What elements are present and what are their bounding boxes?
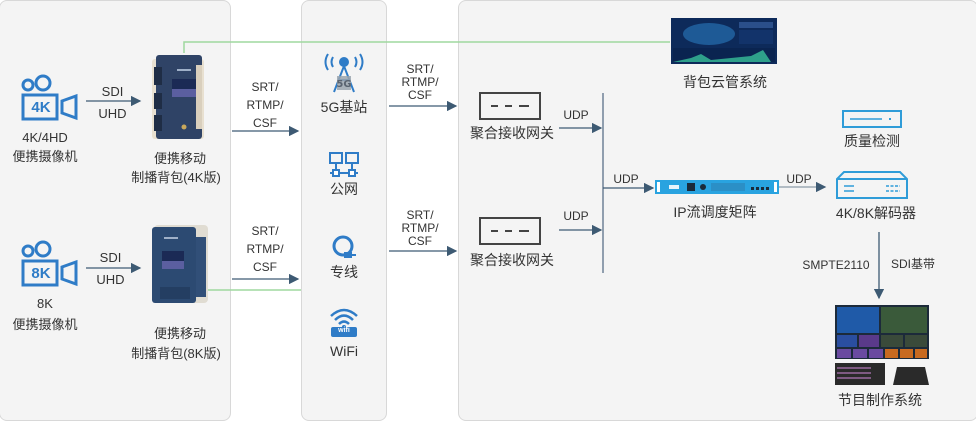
upload-protocol-top-2: RTMP/ [246,98,284,112]
backpack-8k-label-2: 制播背包(8K版) [131,346,221,361]
output-smpte-label: SMPTE2110 [802,258,870,272]
public-network-icon [329,152,359,177]
mgmt-line-4k [183,41,670,53]
forward-protocol-bottom-1: SRT/ [406,208,434,222]
backpack-8k-label-1: 便携移动 [153,326,206,341]
camera-8k-icon [21,240,78,287]
quality-check-icon [842,110,902,128]
forward-protocol-top-1: SRT/ [406,62,434,76]
gateway-top-icon [479,92,541,120]
forward-protocol-bottom-3: CSF [408,234,432,248]
gateway-bottom-icon [479,217,541,245]
backpack-8k-image [152,225,208,303]
camera-4k-icon [21,74,78,121]
dedicated-line-icon [332,235,356,258]
link-4k-sdi: SDI [101,84,124,99]
upload-protocol-bottom-3: CSF [253,260,277,274]
quality-label: 质量检测 [844,133,900,149]
production-label: 节目制作系统 [838,392,922,408]
forward-protocol-bottom-2: RTMP/ [401,221,439,235]
camera-4k-label-1: 4K/4HD [22,130,68,145]
camera-4k-badge: 4K [31,99,51,116]
camera-8k-badge: 8K [31,265,51,282]
wifi-icon [330,308,358,337]
camera-4k-label-2: 便携摄像机 [12,149,78,164]
matrix-udp-out: UDP [786,172,812,186]
production-system-image [835,305,929,385]
link-8k-uhd: UHD [96,272,125,287]
forward-protocol-top-3: CSF [408,88,432,102]
decoder-label: 4K/8K解码器 [835,205,917,221]
cloud-mgmt-label: 背包云管系统 [683,74,767,90]
upload-protocol-bottom-2: RTMP/ [246,242,284,256]
wifi-badge: wifi [338,327,350,334]
network-panel [301,0,387,421]
gateway-bottom-udp: UDP [563,209,589,223]
network-dedicated-label: 专线 [330,264,358,280]
link-8k-sdi: SDI [99,250,122,265]
upload-protocol-top-3: CSF [253,116,277,130]
svg-text:5G: 5G [336,79,351,90]
decoder-icon [836,171,908,199]
network-wifi-label: WiFi [330,343,358,359]
gateway-top-label: 聚合接收网关 [470,125,554,141]
matrix-device-image [655,180,779,194]
backpack-4k-label-1: 便携移动 [153,151,206,166]
backpack-4k-label-2: 制播背包(4K版) [131,170,221,185]
network-5g-label: 5G基站 [320,99,368,115]
upload-protocol-bottom-1: SRT/ [251,224,279,238]
upload-protocol-top-1: SRT/ [251,80,279,94]
matrix-label: IP流调度矩阵 [673,204,757,220]
matrix-udp-in: UDP [613,172,639,186]
gateway-top-udp: UDP [563,108,589,122]
camera-8k-label-2: 便携摄像机 [12,317,78,332]
cloud-mgmt-screenshot [671,18,777,64]
gateway-bottom-label: 聚合接收网关 [470,252,554,268]
forward-protocol-top-2: RTMP/ [401,75,439,89]
output-sdi-label: SDI基带 [890,257,935,271]
backpack-4k-image [152,55,204,139]
camera-8k-label-1: 8K [37,296,53,311]
link-4k-uhd: UHD [98,106,127,121]
5g-tower-icon: 5G [324,53,364,93]
network-public-label: 公网 [330,181,358,197]
